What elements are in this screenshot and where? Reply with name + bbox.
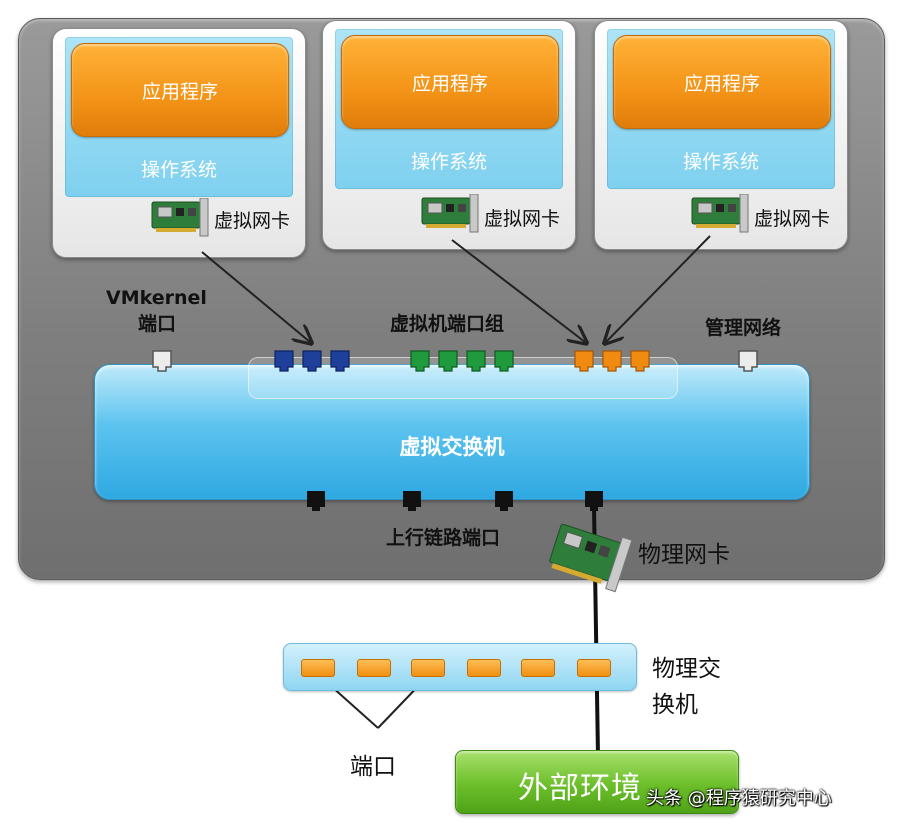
virtual-machine-3: 应用程序 操作系统	[594, 20, 848, 250]
vm-2-application: 应用程序	[341, 35, 559, 129]
uplink-port-icon	[495, 491, 513, 511]
uplink-port-icon	[585, 491, 603, 511]
vm-port-group-label: 虚拟机端口组	[390, 313, 505, 335]
vm-3-nic-label: 虚拟网卡	[754, 208, 831, 230]
uplink-port-icon	[307, 491, 325, 511]
port-group-1-port-icon	[302, 350, 322, 372]
watermark: 头条 @程序猿研究中心	[646, 788, 832, 809]
ports-label: 端口	[350, 754, 396, 780]
physical-port-icon	[521, 659, 555, 677]
vm-2-screen: 应用程序 操作系统	[335, 29, 563, 189]
physical-nic-label: 物理网卡	[638, 542, 730, 568]
management-port-icon	[738, 350, 758, 372]
vm-2-nic-label: 虚拟网卡	[484, 208, 561, 230]
port-group-1-port-icon	[330, 350, 350, 372]
port-group-3-port-icon	[574, 350, 594, 372]
physical-nic-icon	[549, 523, 632, 593]
vmkernel-label-line1: VMkernel	[106, 287, 207, 309]
physical-switch-label-line2: 换机	[652, 692, 698, 718]
network-card-icon	[421, 194, 479, 233]
port-group-3-port-icon	[602, 350, 622, 372]
virtual-switch-label: 虚拟交换机	[399, 435, 505, 459]
port-group-1-port-icon	[274, 350, 294, 372]
vm-1-nic-label: 虚拟网卡	[214, 210, 291, 232]
management-network-label: 管理网络	[705, 317, 782, 339]
port-group-2-port-icon	[410, 350, 430, 372]
vmkernel-label-line2: 端口	[138, 313, 177, 335]
virtual-machine-1: 应用程序 操作系统	[52, 28, 306, 258]
vm-3-screen: 应用程序 操作系统	[607, 29, 835, 189]
physical-port-icon	[301, 659, 335, 677]
port-group-3-port-icon	[630, 350, 650, 372]
physical-port-icon	[467, 659, 501, 677]
port-group-2-port-icon	[438, 350, 458, 372]
vm-1-application: 应用程序	[71, 43, 289, 137]
physical-switch-label-line1: 物理交	[652, 656, 721, 682]
vm-3-os: 操作系统	[682, 151, 759, 173]
vmkernel-port-icon	[152, 350, 172, 372]
uplink-port-icon	[403, 491, 421, 511]
vm-3-application: 应用程序	[613, 35, 831, 129]
external-environment: 外部环境	[455, 750, 739, 814]
external-environment-label: 外部环境	[518, 771, 642, 806]
physical-port-icon	[357, 659, 391, 677]
physical-port-icon	[411, 659, 445, 677]
vm-2-os: 操作系统	[410, 151, 487, 173]
uplink-ports-label: 上行链路端口	[386, 527, 501, 549]
port-group-2-port-icon	[494, 350, 514, 372]
virtual-switch: 虚拟交换机	[94, 364, 810, 500]
vm-1-os: 操作系统	[140, 159, 217, 181]
physical-switch	[283, 643, 637, 691]
physical-port-icon	[577, 659, 611, 677]
network-card-icon	[691, 194, 749, 233]
vm-1-screen: 应用程序 操作系统	[65, 37, 293, 197]
network-card-icon	[151, 198, 209, 237]
port-group-2-port-icon	[466, 350, 486, 372]
